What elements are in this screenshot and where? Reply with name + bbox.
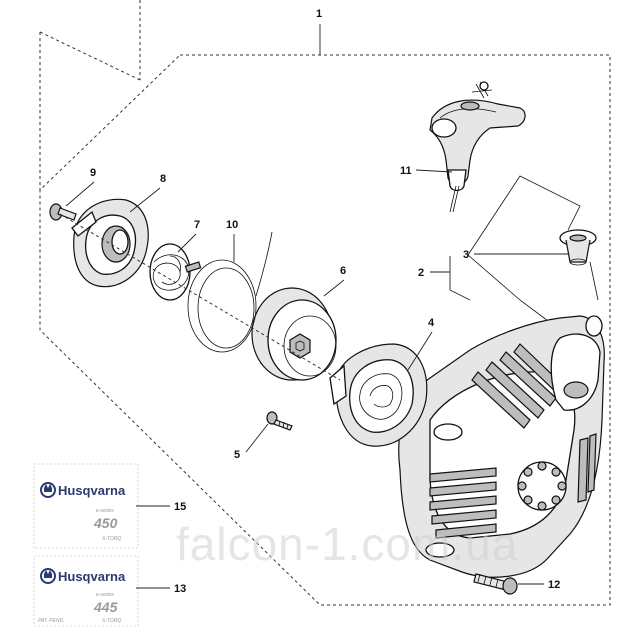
screw-part — [266, 411, 293, 431]
callout-6: 6 — [340, 265, 346, 277]
decal-445: Husqvarna e-series 445 X-TORQ PAT. PEND. — [33, 555, 139, 627]
husqvarna-crown-logo-icon — [40, 482, 56, 498]
decal-13-trim: X-TORQ — [101, 618, 121, 624]
eyelet-part — [559, 229, 597, 266]
callout-3: 3 — [463, 249, 469, 261]
assembly-axis — [59, 213, 341, 381]
callout-15: 15 — [174, 501, 186, 513]
decal-13-model: 445 — [93, 599, 118, 615]
callout-11: 11 — [400, 165, 412, 177]
callout-9: 9 — [90, 167, 96, 179]
callout-1: 1 — [316, 8, 322, 20]
housing-side-vents — [429, 467, 497, 539]
eyelet-guide-lines — [467, 175, 581, 256]
starter-handle-part — [429, 81, 526, 213]
center-bolt-part — [49, 203, 77, 221]
spring-cassette-part — [329, 343, 428, 447]
decal-15-series: e-series — [96, 508, 114, 514]
decal-15-trim: X-TORQ — [101, 536, 121, 542]
decal-13-small-print: PAT. PEND. — [38, 618, 65, 624]
watermark: falcon-1.com.ua — [176, 518, 518, 570]
callout-5: 5 — [234, 449, 240, 461]
decal-15-brand: Husqvarna — [58, 483, 126, 498]
housing-vent-ring — [517, 461, 567, 511]
rope-pulley-part — [251, 287, 337, 381]
decal-13-series: e-series — [96, 592, 114, 598]
callout-8: 8 — [160, 173, 166, 185]
callout-10: 10 — [226, 219, 238, 231]
callout-12: 12 — [548, 579, 560, 591]
callout-2: 2 — [418, 267, 424, 279]
pawl-carrier-part — [71, 198, 149, 288]
callout-4: 4 — [428, 317, 435, 329]
decal-450: Husqvarna e-series 450 X-TORQ — [33, 463, 139, 549]
husqvarna-crown-logo-icon — [40, 568, 56, 584]
decal-15-model: 450 — [93, 515, 118, 531]
callout-13: 13 — [174, 583, 186, 595]
bolt-part — [473, 573, 518, 595]
starter-housing-part — [398, 315, 605, 578]
recoil-spring-part — [149, 243, 202, 301]
decal-13-brand: Husqvarna — [58, 569, 126, 584]
callout-7: 7 — [194, 219, 200, 231]
starter-cord-part — [187, 231, 273, 353]
